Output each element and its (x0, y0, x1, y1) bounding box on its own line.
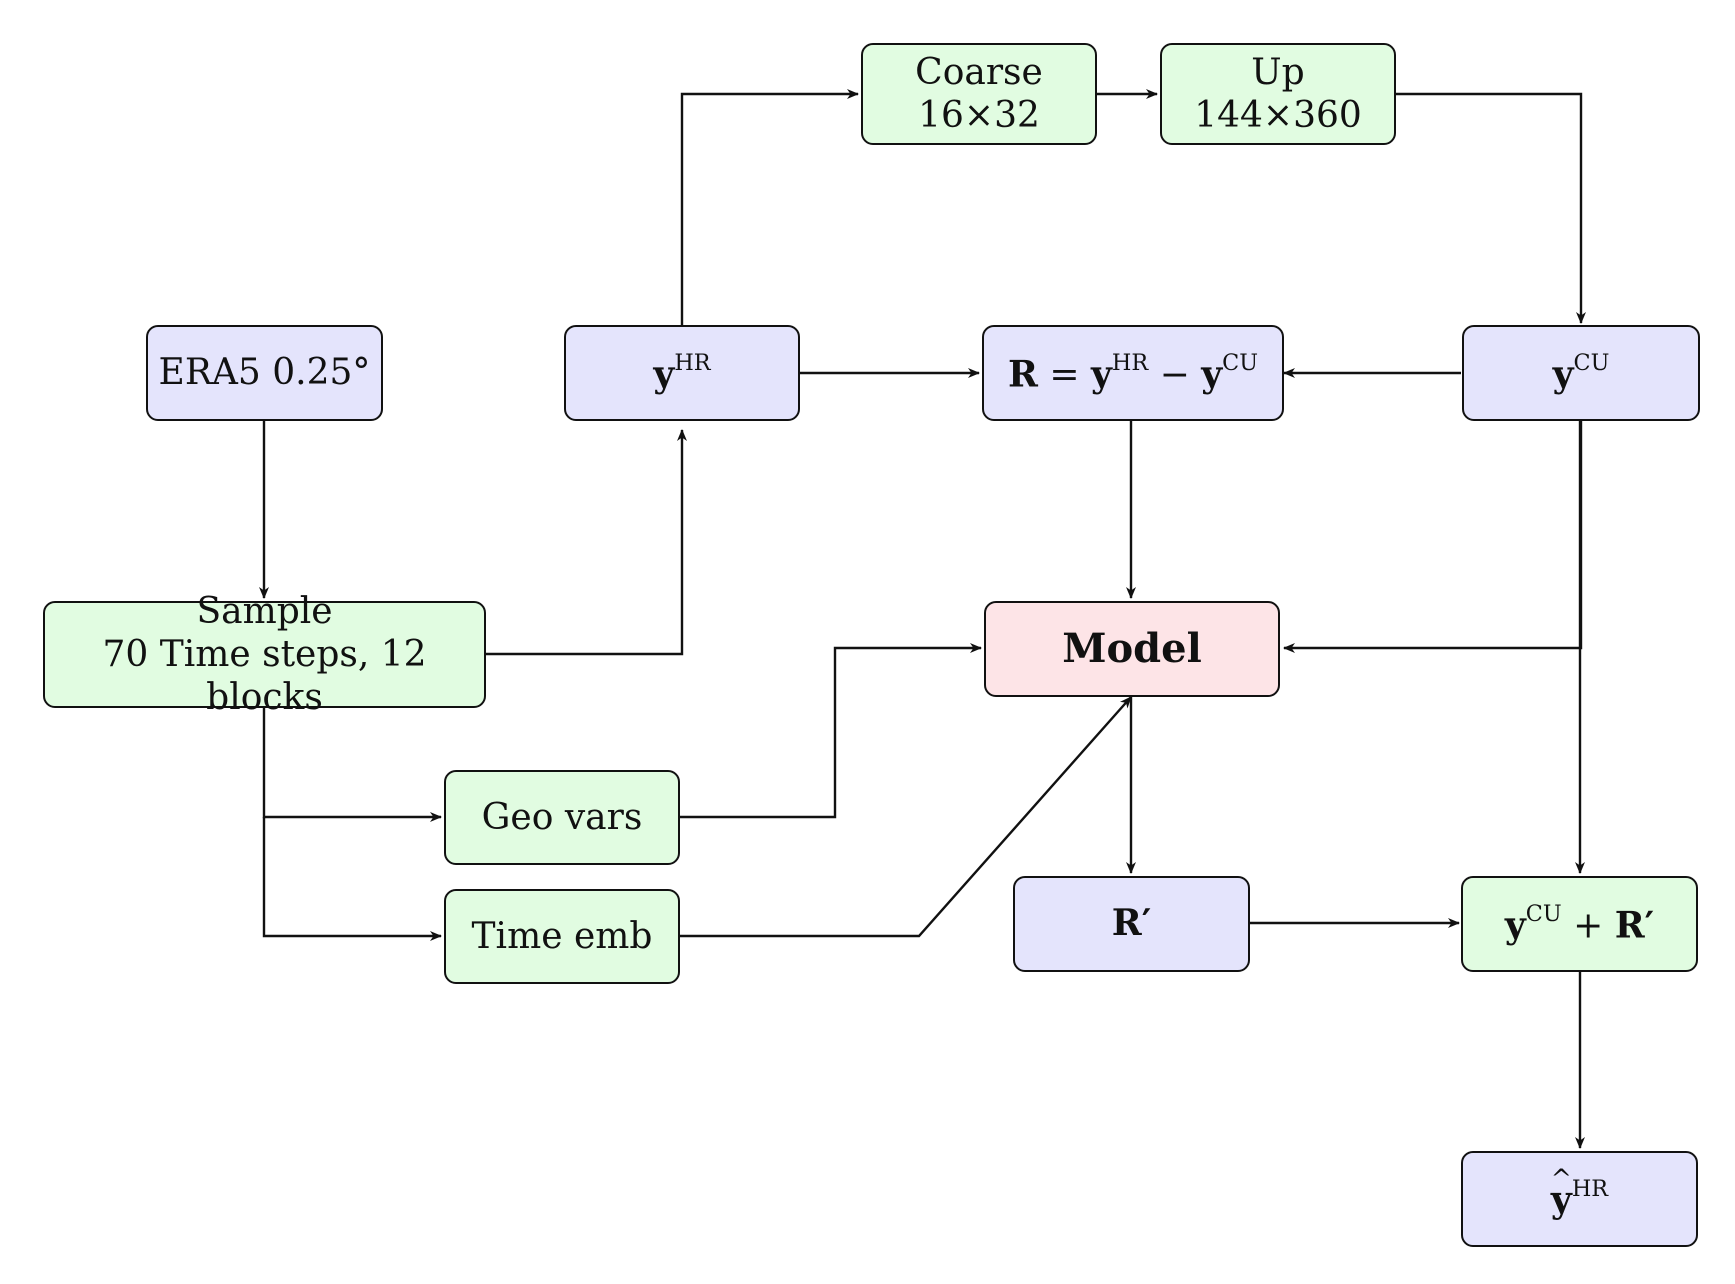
residual-y-cu-symbol: y (1201, 353, 1223, 396)
residual-y-hr-symbol: y (1090, 353, 1112, 396)
y-hr-superscript: HR (674, 349, 711, 376)
coarse-title: Coarse (915, 51, 1043, 93)
model-node: Model (984, 601, 1280, 697)
residual-r-symbol: R (1007, 353, 1038, 396)
time-emb-label: Time emb (471, 915, 653, 957)
y-hat-symbol: y (1550, 1179, 1572, 1222)
sum-y-symbol: y (1504, 904, 1526, 947)
residual-minus: − (1159, 354, 1190, 396)
geo-vars-node: Geo vars (444, 770, 680, 865)
coarse-node: Coarse 16×32 (861, 43, 1097, 145)
y-cu-symbol: y (1552, 353, 1574, 396)
arrow-sample-to-yhr (486, 429, 687, 656)
residual-cu-superscript: CU (1222, 349, 1259, 376)
y-hat-superscript: HR (1571, 1175, 1609, 1202)
era5-node: ERA5 0.25° (146, 325, 383, 421)
up-title: Up (1251, 51, 1305, 93)
y-hr-symbol: y (653, 353, 675, 396)
up-node: Up 144×360 (1160, 43, 1396, 145)
arrow-geo-to-model (680, 643, 982, 819)
arrow-yhr-to-coarse (680, 89, 859, 325)
time-emb-node: Time emb (444, 889, 680, 984)
y-cu-label: yCU (1553, 350, 1610, 397)
arrow-time-to-model (680, 696, 1132, 938)
residual-equation: R = yHR − yCU (1008, 350, 1258, 397)
arrow-up-to-ycu (1396, 92, 1586, 324)
r-prime-node: R′ (1013, 876, 1250, 972)
y-hat-node: y^HR (1461, 1151, 1698, 1247)
arrow-ycu-to-model (1283, 421, 1583, 653)
arrow-sample-to-geo (262, 708, 442, 822)
sum-equation: yCU + R′ (1505, 901, 1654, 948)
residual-hr-superscript: HR (1111, 349, 1149, 376)
sum-plus: + (1573, 905, 1604, 947)
y-hr-label: yHR (653, 350, 710, 397)
residual-equals: = (1049, 354, 1080, 396)
era5-label: ERA5 0.25° (158, 352, 371, 394)
model-label: Model (1062, 625, 1202, 672)
sum-node: yCU + R′ (1461, 876, 1698, 972)
sample-title: Sample (196, 590, 333, 632)
hat-accent: ^ (1550, 1163, 1572, 1193)
y-cu-superscript: CU (1573, 349, 1610, 376)
up-size: 144×360 (1194, 95, 1362, 136)
coarse-size: 16×32 (918, 95, 1040, 136)
sum-r-prime-symbol: R′ (1614, 904, 1655, 947)
sample-detail: 70 Time steps, 12 blocks (102, 633, 427, 719)
geo-vars-label: Geo vars (481, 796, 643, 838)
arrow-sample-to-time (262, 817, 442, 941)
y-hr-node: yHR (564, 325, 800, 421)
y-hat-label: y^HR (1550, 1164, 1609, 1223)
r-prime-label: R′ (1111, 902, 1152, 945)
residual-node: R = yHR − yCU (982, 325, 1284, 421)
sample-node: Sample 70 Time steps, 12 blocks (43, 591, 486, 718)
sum-cu-superscript: CU (1525, 900, 1562, 927)
y-cu-node: yCU (1462, 325, 1700, 421)
